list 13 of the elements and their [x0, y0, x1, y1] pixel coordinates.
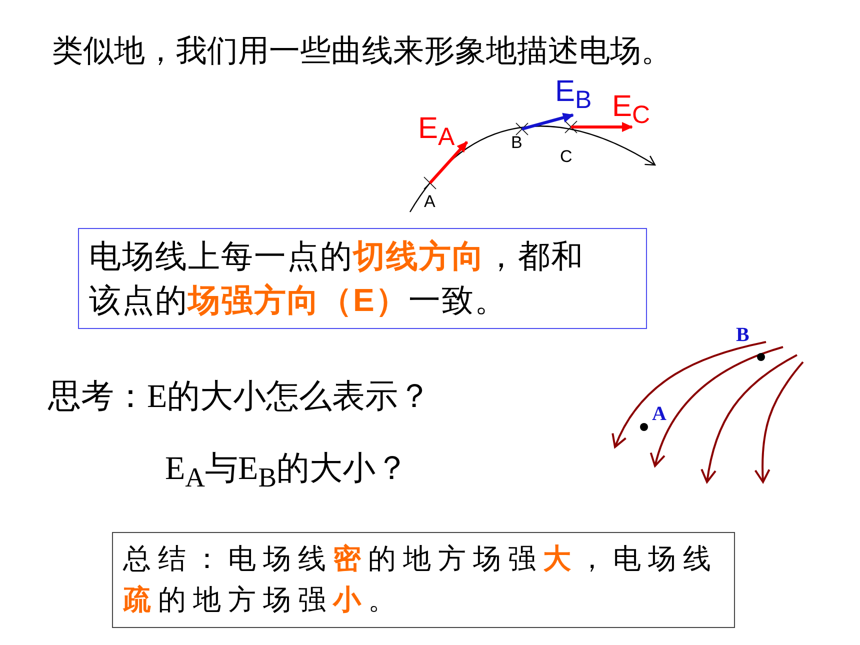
vector-label: E$_{B}$ [555, 75, 592, 115]
vector-label: E$_{A}$ [418, 112, 455, 152]
title: 类似地，我们用一些曲线来形象地描述电场。 [52, 32, 672, 70]
point-label: B [736, 324, 750, 347]
definition-box: 电场线上每一点的切线方向，都和该点的场强方向（E）一致。 [78, 228, 647, 329]
summary-box: 总结：电场线密的地方场强大，电场线疏的地方场强小。 [112, 532, 735, 628]
vector-label: E$_{C}$ [612, 90, 650, 130]
point-label: C [560, 147, 572, 167]
point-label: B [511, 133, 522, 153]
point-label: A [652, 403, 666, 426]
question-text: 思考：E的大小怎么表示？ [48, 378, 432, 417]
point-label: A [424, 192, 436, 212]
question-text: E$_{A}$与E$_{B}$的大小？ [165, 450, 409, 494]
